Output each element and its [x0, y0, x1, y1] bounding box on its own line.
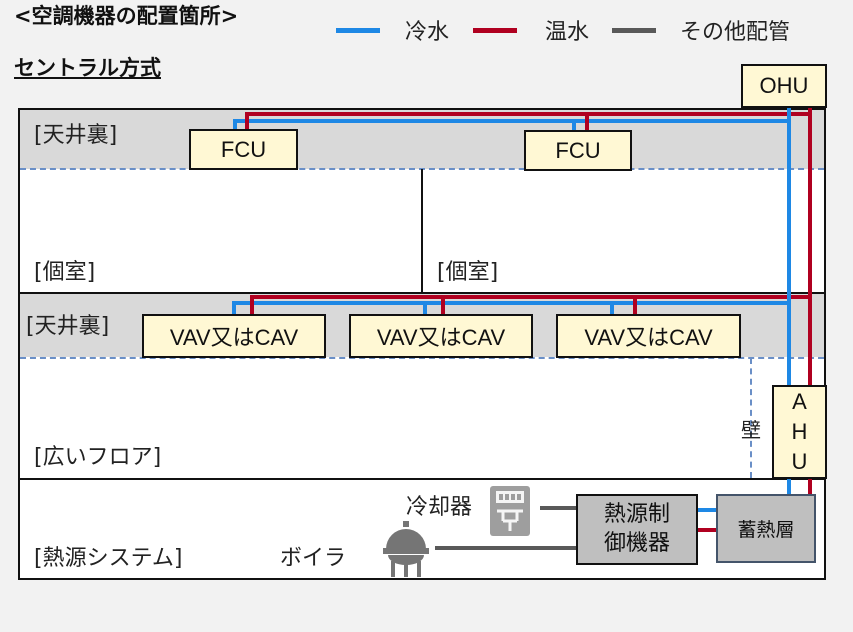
fcu-unit-right: FCU — [524, 130, 632, 171]
heat-system-label: [熱源システム] — [34, 546, 183, 571]
boiler-label: ボイラ — [280, 546, 347, 571]
wall-line — [750, 358, 752, 478]
pipe-hot-lower-drop-2 — [441, 295, 445, 316]
pipe-hot-lower-drop-1 — [250, 295, 254, 316]
floor-line-2 — [18, 478, 826, 480]
floor-label-wide: [広いフロア] — [34, 445, 162, 470]
legend-line-other — [612, 28, 656, 33]
legend-line-hot — [473, 28, 517, 33]
legend-label-cold: 冷水 — [405, 20, 450, 45]
pipe-cold-riser — [787, 106, 791, 496]
vav-unit-1: VAV又はCAV — [142, 314, 326, 358]
page-title: <空調機器の配置箇所> — [14, 4, 239, 28]
ahu-unit: A H U — [772, 385, 827, 479]
legend-line-cold — [336, 28, 380, 33]
ceiling-label-upper: [天井裏] — [34, 123, 118, 148]
pipe-cold-lower-drop-2 — [423, 301, 427, 316]
pipe-cold-upper-main — [233, 119, 788, 123]
ceiling-divider-lower — [20, 357, 824, 359]
chiller-label: 冷却器 — [406, 495, 473, 520]
section-title: セントラル方式 — [14, 56, 161, 80]
boiler-icon — [381, 521, 431, 577]
pipe-hot-upper-drop-left — [245, 112, 249, 132]
ceiling-label-lower: [天井裏] — [26, 314, 110, 339]
pipe-hot-lower-drop-3 — [633, 295, 637, 316]
room-divider — [421, 169, 423, 293]
chiller-icon — [489, 485, 531, 537]
ahu-letter-u: U — [791, 449, 808, 474]
pipe-other-boiler — [435, 546, 578, 550]
pipe-hot-riser — [808, 106, 812, 496]
fcu-unit-left: FCU — [189, 129, 298, 170]
floor-line-1 — [18, 292, 826, 294]
pipe-cold-storage — [697, 508, 717, 512]
pipe-cold-lower-main — [232, 301, 788, 305]
pipe-cold-lower-drop-3 — [610, 301, 614, 316]
pipe-hot-storage — [697, 528, 717, 532]
ahu-letter-a: A — [792, 389, 807, 414]
ohu-unit: OHU — [741, 64, 827, 108]
vav-unit-3: VAV又はCAV — [556, 314, 741, 358]
wall-label: 壁 — [741, 418, 761, 442]
pipe-hot-lower-main — [250, 295, 811, 299]
legend-label-other: その他配管 — [680, 20, 791, 45]
pipe-cold-lower-drop-1 — [232, 301, 236, 316]
heat-source-control-unit: 熱源制 御機器 — [576, 494, 698, 565]
room-label-left: [個室] — [34, 260, 96, 285]
pipe-cold-upper-drop-right — [572, 119, 576, 132]
pipe-hot-upper-drop-right — [585, 112, 589, 132]
ahu-letter-h: H — [791, 419, 808, 444]
room-label-right: [個室] — [437, 260, 499, 285]
pipe-other-chiller — [540, 506, 578, 510]
pipe-cold-upper-drop-left — [233, 119, 237, 132]
heat-storage-tank: 蓄熱層 — [716, 494, 816, 563]
pipe-hot-upper-main — [245, 112, 811, 116]
control-label-line1: 熱源制 — [603, 501, 670, 527]
legend-label-hot: 温水 — [545, 20, 590, 45]
control-label-line2: 御機器 — [603, 530, 670, 556]
vav-unit-2: VAV又はCAV — [349, 314, 533, 358]
